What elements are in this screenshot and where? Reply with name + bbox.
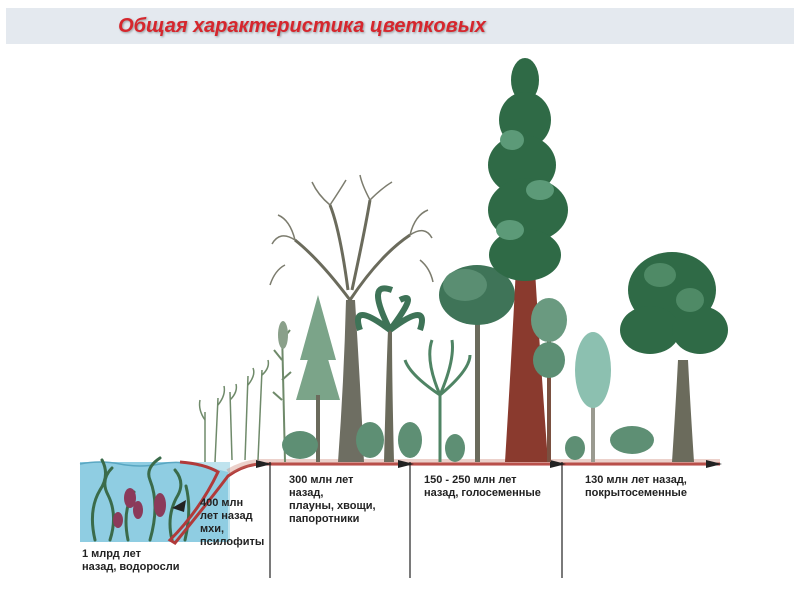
psilophytes (200, 360, 269, 462)
era-label-mosses: 400 млн лет назад мхи, псилофиты (200, 497, 264, 549)
era-label-angiosperms: 130 млн лет назад, покрытосеменные (585, 474, 687, 500)
sequoia (488, 58, 568, 462)
era-label-gymnosperms: 150 - 250 млн лет назад, голосеменные (424, 474, 541, 500)
horsetail-cone (278, 321, 288, 349)
era-label-ferns: 300 млн лет назад, плауны, хвощи, папоро… (289, 474, 376, 526)
era-label-algae: 1 млрд лет назад, водоросли (82, 548, 180, 574)
small-ferns (282, 422, 654, 462)
